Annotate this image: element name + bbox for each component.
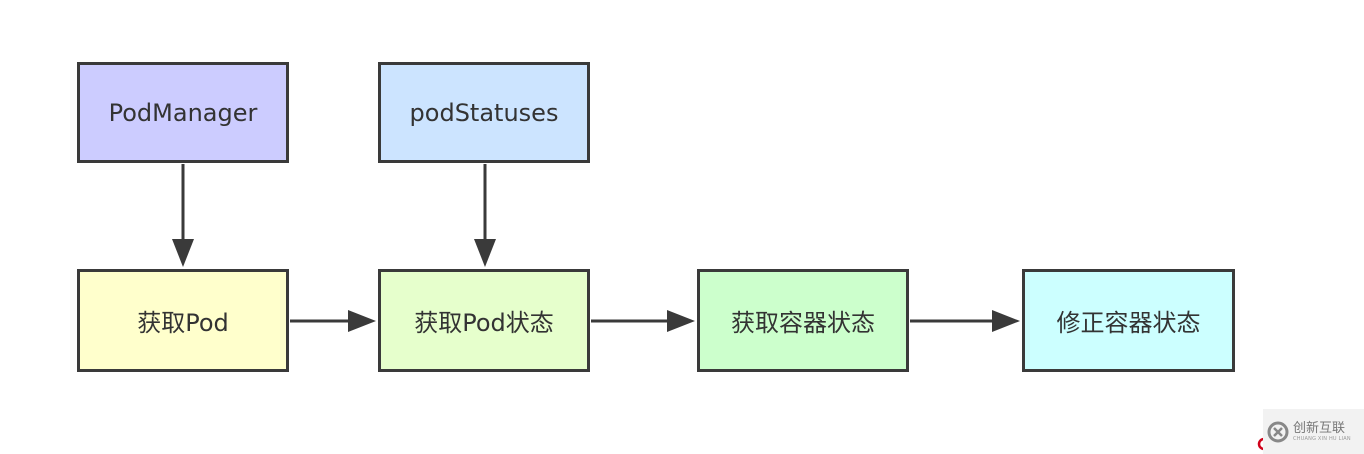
node-podmanager: PodManager (77, 62, 289, 163)
node-podstatuses: podStatuses (378, 62, 590, 163)
node-get-pod: 获取Pod (77, 269, 289, 372)
node-get-container-status: 获取容器状态 (697, 269, 909, 372)
node-label: PodManager (108, 98, 258, 127)
arrowhead-icon (348, 310, 376, 332)
watermark-text-cn: 创新互联 (1293, 420, 1346, 436)
node-get-pod-status: 获取Pod状态 (378, 269, 590, 372)
watermark-accent-icon (1257, 437, 1265, 451)
node-label: 获取Pod (137, 309, 229, 337)
arrowhead-icon (172, 239, 194, 267)
node-label: 获取Pod状态 (414, 309, 554, 337)
node-label: 修正容器状态 (1056, 309, 1201, 337)
watermark-text-en: CHUANG XIN HU LIAN (1293, 435, 1351, 442)
node-label: 获取容器状态 (731, 309, 875, 337)
arrowhead-icon (992, 310, 1020, 332)
watermark: 创新互联 CHUANG XIN HU LIAN (1263, 409, 1364, 454)
arrowhead-icon (474, 239, 496, 267)
watermark-logo-icon (1267, 421, 1289, 442)
arrowhead-icon (667, 310, 695, 332)
node-fix-container-status: 修正容器状态 (1022, 269, 1235, 372)
node-label: podStatuses (409, 98, 559, 127)
